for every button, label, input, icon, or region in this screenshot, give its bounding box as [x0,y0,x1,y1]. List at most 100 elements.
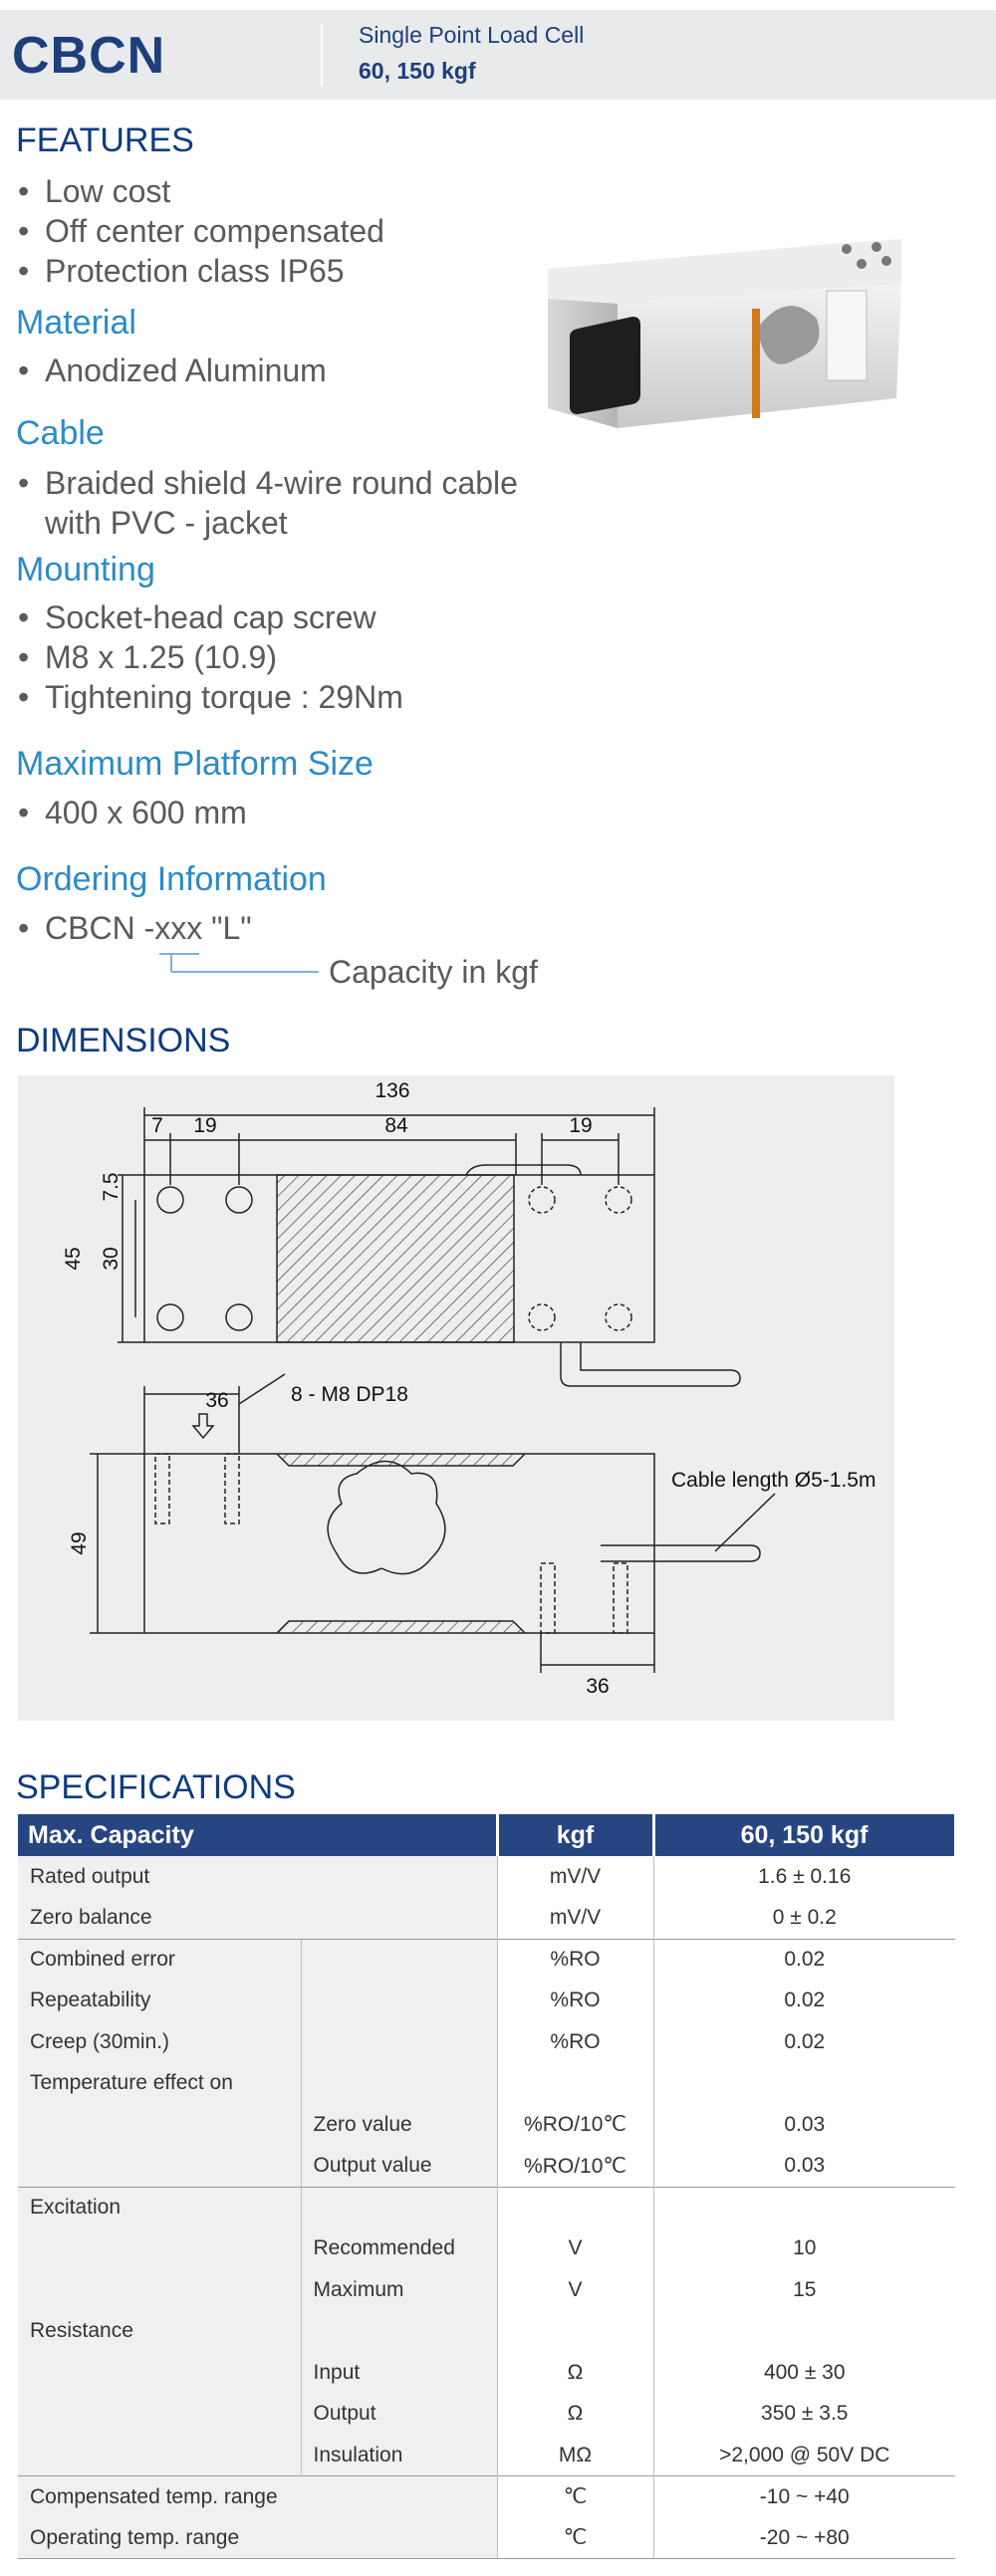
dim-c: 84 [384,1114,408,1137]
dim-a: 7 [151,1114,163,1137]
cell-sub [300,2310,497,2352]
ordering-heading: Ordering Information [16,860,327,898]
cell-sub [300,2062,497,2104]
cell-unit: V [496,2269,653,2311]
cell-param [18,2227,301,2269]
cell-param: Repeatability [18,1980,301,2021]
cell-sub: Input [300,2352,497,2394]
mounting-heading: Mounting [16,551,155,588]
material-item: Anodized Aluminum [18,351,327,390]
header-value: 60, 150 kgf [653,1814,957,1856]
feature-item: Low cost [18,171,384,211]
cell-sub: Recommended [300,2227,497,2269]
dim-v2: 30 [100,1247,123,1270]
platform-list: 400 x 600 mm [18,793,247,832]
cell-unit: %RO/10℃ [496,2145,653,2187]
cell-unit: %RO/10℃ [496,2104,653,2146]
dim-b: 19 [193,1114,216,1137]
dimensions-drawing: 136 7 19 84 19 7.5 30 45 36 8 - M8 DP18 … [18,1075,894,1721]
header-unit: kgf [497,1814,655,1856]
cell-unit: V [496,2227,653,2269]
cell-sub [300,2186,497,2228]
dim-holes: 8 - M8 DP18 [291,1383,408,1406]
feature-item: Off center compensated [18,211,384,251]
load-cell-image [548,239,901,428]
cell-param: Temperature effect on [18,2062,301,2104]
cell-sub: Zero value [300,2104,497,2146]
cell-param [18,2435,301,2476]
cell-unit [496,2062,653,2104]
page-header: CBCN Single Point Load Cell 60, 150 kgf [0,10,996,100]
cell-param: Operating temp. range [18,2517,497,2559]
cell-unit: %RO [496,2021,653,2063]
cell-param [18,2393,301,2435]
ordering-code: CBCN -xxx "L" [18,908,252,948]
cell-unit: MΩ [496,2435,653,2476]
cell-unit [496,2186,653,2228]
dim-v3: 45 [62,1247,85,1270]
table-row: Compensated temp. range℃-10 ~ +40 [18,2475,955,2517]
cell-value [652,2062,955,2104]
product-capacity: 60, 150 kgf [359,58,476,84]
cell-value: >2,000 @ 50V DC [652,2435,955,2476]
cable-list: Braided shield 4-wire round cable with P… [18,463,518,543]
cable-item: Braided shield 4-wire round cable [18,463,518,503]
cell-value: -10 ~ +40 [652,2475,955,2517]
cell-unit: mV/V [496,1856,653,1898]
cell-param: Combined error [18,1938,301,1981]
specifications-table: Max. Capacity kgf 60, 150 kgf Rated outp… [18,1814,957,2559]
table-row: Excitation [18,2186,955,2228]
cell-value: 350 ± 3.5 [652,2393,955,2435]
cell-sub [300,2021,497,2063]
dimension-svg: 136 7 19 84 19 7.5 30 45 36 8 - M8 DP18 … [62,1079,875,1698]
cell-value [652,2310,955,2352]
cell-value [652,2186,955,2228]
dim-v1: 7.5 [100,1172,123,1201]
header-capacity: Max. Capacity [18,1814,499,1856]
cell-unit: ℃ [496,2475,653,2517]
cable-item-continued: with PVC - jacket [45,505,288,541]
mounting-item: Tightening torque : 29Nm [18,677,403,717]
features-list: Low cost Off center compensated Protecti… [18,171,384,291]
cell-param: Resistance [18,2310,301,2352]
cell-unit: %RO [496,1938,653,1981]
material-heading: Material [16,304,136,342]
cell-sub: Output value [300,2145,497,2187]
cell-value: 0.02 [652,1938,955,1981]
feature-item: Protection class IP65 [18,251,384,291]
cell-unit [496,2310,653,2352]
ordering-note: Capacity in kgf [329,954,538,990]
cell-value: 15 [652,2269,955,2311]
cell-param [18,2352,301,2394]
cable-heading: Cable [16,414,105,452]
cell-value: -20 ~ +80 [652,2517,955,2559]
cell-param [18,2104,301,2146]
cell-value: 1.6 ± 0.16 [652,1856,955,1898]
cell-sub: Output [300,2393,497,2435]
material-list: Anodized Aluminum [18,351,327,390]
cell-sub: Maximum [300,2269,497,2311]
ordering-leader-line [159,953,319,973]
mounting-item: M8 x 1.25 (10.9) [18,637,403,677]
cell-param [18,2145,301,2187]
dim-height: 49 [68,1531,91,1554]
cell-value: 10 [652,2227,955,2269]
ordering-list: CBCN -xxx "L" [18,908,252,948]
cell-unit: Ω [496,2393,653,2435]
cell-unit: ℃ [496,2517,653,2559]
cell-param: Rated output [18,1856,497,1898]
cell-param [18,2269,301,2311]
table-row: Operating temp. range℃-20 ~ +80 [18,2517,955,2559]
cell-sub: Insulation [300,2435,497,2476]
cell-value: 0.02 [652,1980,955,2021]
table-header-row: Max. Capacity kgf 60, 150 kgf [18,1814,957,1856]
platform-item: 400 x 600 mm [18,793,247,832]
